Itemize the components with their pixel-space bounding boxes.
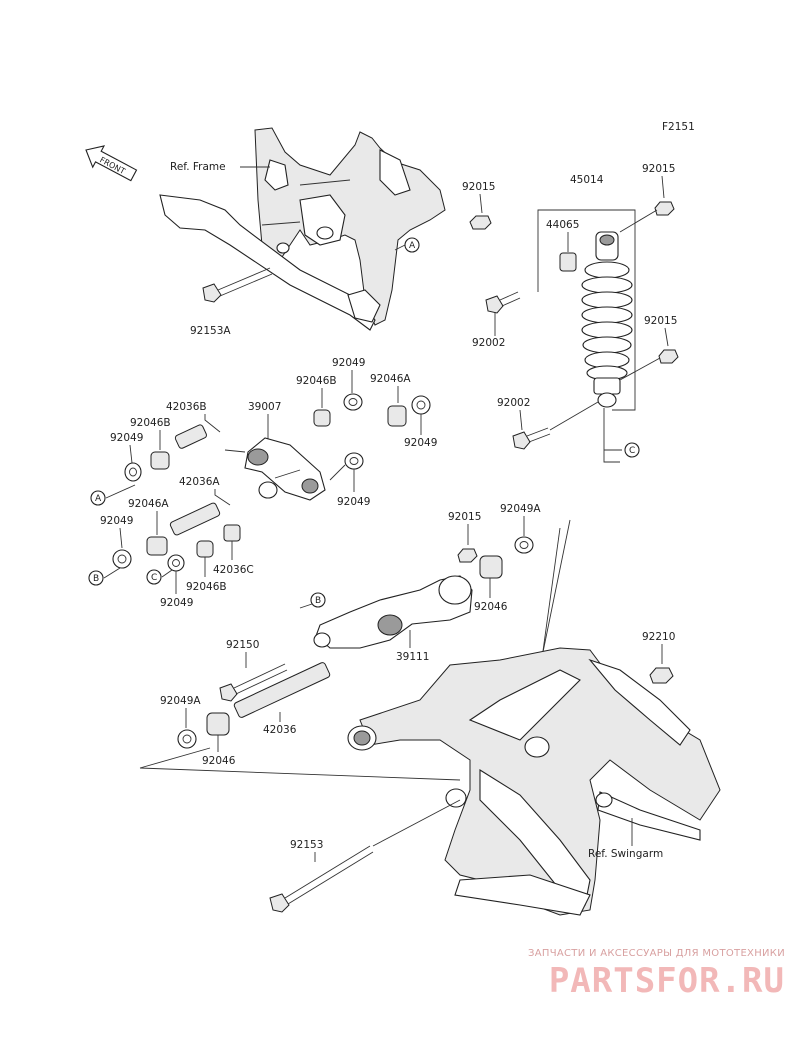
part-label-92049-c: 92049 [404,437,437,449]
part-label-92046-a: 92046 [474,601,508,613]
bearing-92046A-a [387,405,407,427]
callout-b-link [88,570,104,586]
part-label-42036C: 42036C [213,564,254,576]
part-label-92049A-a: 92049A [500,503,541,515]
part-label-39007: 39007 [248,401,281,413]
part-label-92015-mid: 92015 [644,315,677,327]
callout-c-shock [624,442,640,458]
part-label-92153A: 92153A [190,325,231,337]
callout-b-rocker [310,592,326,608]
front-arrow-icon: FRONT [85,145,138,182]
part-label-44065: 44065 [546,219,579,231]
ref-swingarm-label: Ref. Swingarm [588,848,663,860]
bearing-92046-b [206,712,230,736]
part-label-92046-b: 92046 [202,755,236,767]
bearing-92046B-b [313,409,331,427]
seal-92049-e [112,549,132,569]
part-label-42036A: 42036A [179,476,220,488]
part-label-92049-d: 92049 [337,496,370,508]
svg-text:A: A [409,241,416,251]
nut-92210 [649,667,674,684]
shock-absorber-45014 [581,231,633,408]
tie-rod-39007 [244,437,326,501]
seal-92049-b [343,393,363,411]
bearing-92046B-c [196,540,214,558]
svg-text:C: C [629,446,635,456]
bearing-92046B-a [150,451,170,470]
bolt-92002-lower [512,401,599,450]
callout-c-link [146,569,162,585]
part-label-92049-f: 92049 [160,597,193,609]
seal-92049-d [344,452,364,470]
part-label-92049-b: 92049 [332,357,365,369]
collar-42036A [169,502,221,536]
svg-text:A: A [95,494,102,504]
part-label-92015-low: 92015 [448,511,481,523]
figure-code: F2151 [662,121,695,133]
bolt-92150 [219,663,288,702]
bearing-92046-a [479,555,503,579]
ref-frame-label: Ref. Frame [170,161,226,173]
swingarm-illustration [347,647,721,916]
part-label-92015-top: 92015 [462,181,495,193]
seal-92049-f [167,554,185,572]
part-label-45014: 45014 [570,174,604,186]
callout-a-frame [404,237,420,253]
nut-92015-mid [658,349,679,364]
part-label-92046A-b: 92046A [128,498,169,510]
bearing-92046A-b [146,536,168,556]
part-label-92046B-c: 92046B [186,581,227,593]
frame-illustration [159,127,446,331]
bolt-92002-upper [485,291,521,314]
part-label-92049-a: 92049 [110,432,143,444]
collar-42036B [174,424,207,449]
part-label-92153: 92153 [290,839,323,851]
bolt-92153A [202,267,273,303]
svg-text:C: C [151,573,157,583]
part-label-92150: 92150 [226,639,259,651]
part-label-92049A-b: 92049A [160,695,201,707]
part-label-42036: 42036 [263,724,297,736]
part-label-92210: 92210 [642,631,675,643]
collar-44065 [559,252,577,272]
part-label-39111: 39111 [396,651,429,663]
nut-92015-right [654,201,675,216]
watermark-brand-logo: PARTSFOR.RU [548,961,785,1001]
nut-92015-low [457,548,478,563]
rocker-arm-39111 [313,575,473,649]
collar-42036 [233,662,331,718]
part-label-92049-e: 92049 [100,515,133,527]
watermark-tagline: ЗАПЧАСТИ И АКСЕССУАРЫ ДЛЯ МОТОТЕХНИКИ [528,948,785,959]
seal-92049-c [411,395,431,415]
part-label-92046B-b: 92046B [296,375,337,387]
collar-42036C [223,524,241,542]
part-label-92015-right: 92015 [642,163,675,175]
seal-92049A-b [177,729,197,749]
svg-text:B: B [315,596,321,606]
nut-92015-top [469,215,492,230]
part-label-92046B-a: 92046B [130,417,171,429]
svg-text:B: B [93,574,99,584]
part-label-42036B: 42036B [166,401,207,413]
part-label-92046A-a: 92046A [370,373,411,385]
callout-a-link [90,490,106,506]
bolt-92153 [269,799,461,913]
part-label-92002-lower: 92002 [497,397,530,409]
seal-92049-a [124,462,142,482]
part-label-92002-upper: 92002 [472,337,505,349]
seal-92049A-a [514,536,534,554]
